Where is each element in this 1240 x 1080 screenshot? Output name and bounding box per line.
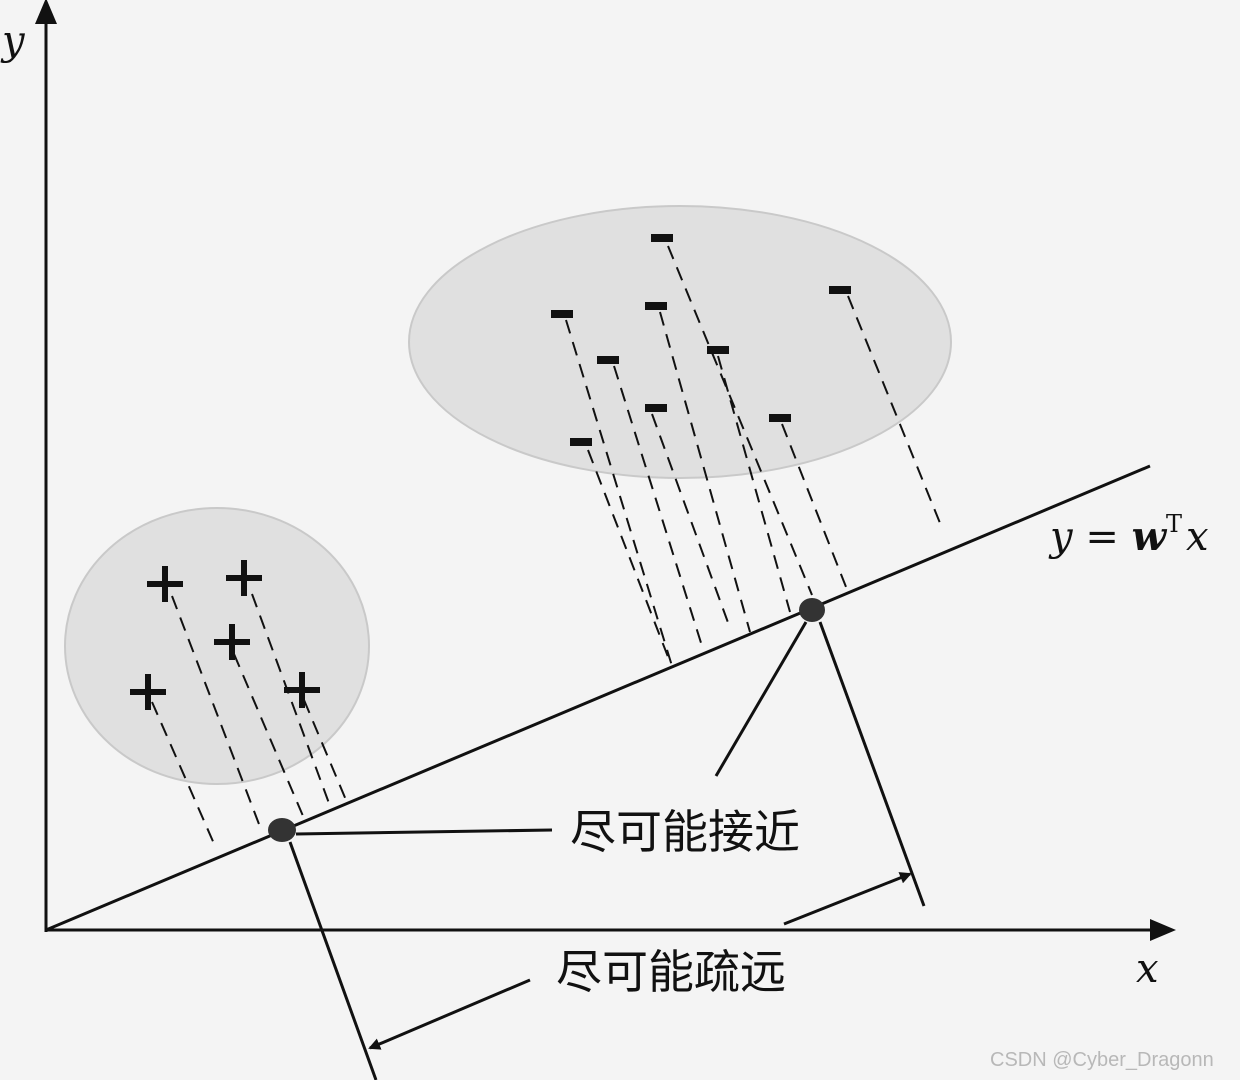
perpendicular-line-negative <box>818 621 926 907</box>
perpendicular-line-positive <box>288 841 378 1080</box>
positive-marker <box>214 624 250 660</box>
close-annotation: 尽可能接近 <box>570 805 800 859</box>
negative-projection-lines <box>565 245 943 667</box>
negative-marker <box>645 404 667 412</box>
y-axis-label: y <box>0 18 26 64</box>
projection-dash <box>151 701 216 847</box>
projection-dash <box>171 595 263 833</box>
positive-marker <box>226 560 262 596</box>
close-leader-line-left <box>295 828 553 836</box>
x-axis-label: x <box>1136 946 1159 992</box>
projection-dash <box>251 593 331 807</box>
positive-cluster-ellipse <box>64 507 370 785</box>
negative-marker <box>597 356 619 364</box>
projection-dash <box>565 319 673 667</box>
projection-dash <box>613 365 703 647</box>
projection-dash <box>587 449 671 663</box>
negative-marker <box>651 234 673 242</box>
negative-marker <box>570 438 592 446</box>
positive-points <box>130 560 320 710</box>
watermark: CSDN @Cyber_Dragonn <box>990 1049 1214 1071</box>
positive-mean-projection-dot <box>268 818 296 842</box>
projection-dash <box>303 699 347 801</box>
negative-cluster-ellipse <box>408 205 952 479</box>
negative-marker <box>829 286 851 294</box>
projection-dash <box>781 423 849 593</box>
negative-points <box>551 234 851 446</box>
positive-marker <box>284 672 320 708</box>
projection-dash <box>651 413 731 629</box>
negative-marker <box>769 414 791 422</box>
negative-marker <box>707 346 729 354</box>
positive-projection-lines <box>151 593 347 847</box>
negative-marker <box>645 302 667 310</box>
projection-dash <box>847 295 943 529</box>
far-arrow-right <box>783 872 912 926</box>
positive-marker <box>130 674 166 710</box>
negative-mean-projection-dot <box>799 598 825 622</box>
projection-line <box>45 464 1151 932</box>
negative-marker <box>551 310 573 318</box>
projection-dash <box>659 311 751 633</box>
positive-marker <box>147 566 183 602</box>
projection-dash <box>667 245 813 596</box>
close-leader-line-right <box>714 621 808 777</box>
far-arrow-left <box>368 978 531 1050</box>
projection-dash <box>233 653 304 817</box>
far-annotation: 尽可能疏远 <box>556 945 786 999</box>
